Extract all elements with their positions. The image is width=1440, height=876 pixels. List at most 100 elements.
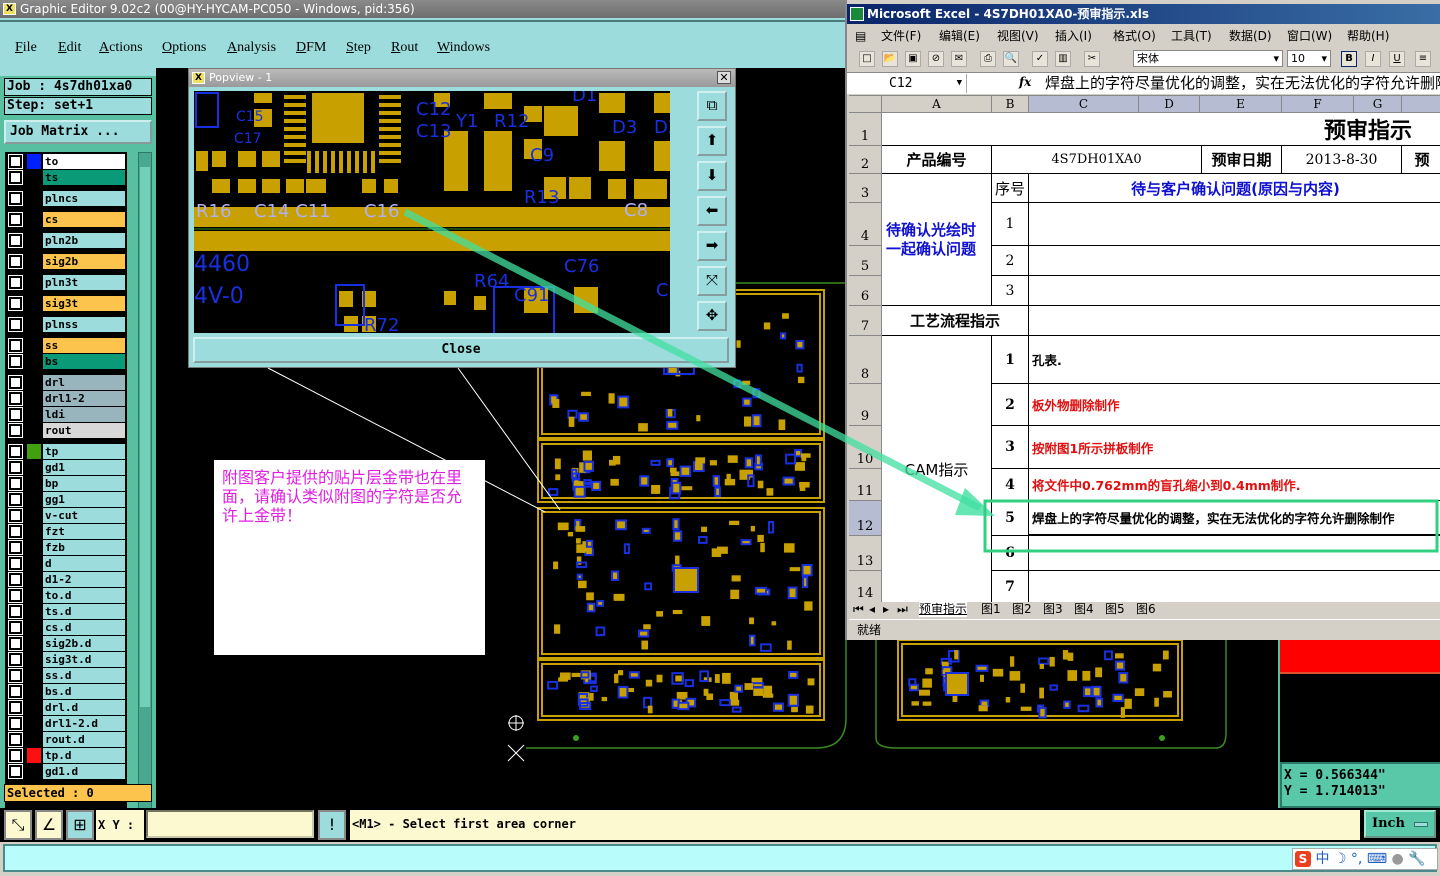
italic-button[interactable]: I bbox=[1365, 51, 1381, 67]
zoom-area-button[interactable]: ⤡ bbox=[4, 810, 32, 840]
cam-instruction-cell[interactable]: 按附图1所示拼板制作 bbox=[1029, 426, 1440, 469]
layer-name[interactable]: d1-2 bbox=[43, 572, 125, 587]
menu-options[interactable]: Options bbox=[162, 40, 207, 55]
layer-row[interactable]: ts bbox=[7, 170, 125, 185]
sheet-tab[interactable]: 图4 bbox=[1074, 602, 1094, 616]
layer-checkbox[interactable] bbox=[8, 191, 23, 206]
layer-row[interactable]: ss bbox=[7, 338, 125, 353]
blank-cell[interactable] bbox=[1029, 246, 1440, 276]
column-header[interactable]: B bbox=[992, 96, 1029, 113]
seq-label-cell[interactable]: 序号 bbox=[992, 174, 1029, 203]
layer-name[interactable]: drl.d bbox=[43, 700, 125, 715]
layer-checkbox[interactable] bbox=[8, 460, 23, 475]
popview-pan-left[interactable]: ⬅ bbox=[697, 196, 727, 226]
tab-nav-last-icon[interactable]: ⏭ bbox=[897, 602, 908, 616]
layer-name[interactable]: ts.d bbox=[43, 604, 125, 619]
row-header[interactable]: 14 bbox=[849, 571, 882, 602]
menu-windows[interactable]: Windows bbox=[437, 40, 491, 55]
layer-row[interactable]: drl.d bbox=[7, 700, 125, 715]
popview-tool-1[interactable]: ⧉ bbox=[697, 91, 727, 121]
layer-name[interactable]: sig2b.d bbox=[43, 636, 125, 651]
layer-row[interactable]: drl1-2 bbox=[7, 391, 125, 406]
layer-name[interactable]: d bbox=[43, 556, 125, 571]
seq-cell[interactable]: 1 bbox=[992, 203, 1029, 246]
layer-name[interactable]: to.d bbox=[43, 588, 125, 603]
layer-checkbox[interactable] bbox=[8, 275, 23, 290]
print-icon[interactable]: ⎙ bbox=[980, 51, 996, 67]
seq-cell[interactable]: 2 bbox=[992, 384, 1029, 426]
layer-checkbox[interactable] bbox=[8, 296, 23, 311]
excel-menu-edit[interactable]: 编辑(E) bbox=[939, 29, 980, 43]
ime-mode[interactable]: 中 bbox=[1315, 851, 1330, 867]
print-preview-icon[interactable]: 🔍 bbox=[1003, 51, 1019, 67]
layer-row[interactable]: plnss bbox=[7, 317, 125, 332]
layer-row[interactable]: gg1 bbox=[7, 492, 125, 507]
layer-checkbox[interactable] bbox=[8, 588, 23, 603]
layer-checkbox[interactable] bbox=[8, 716, 23, 731]
layer-row[interactable]: to bbox=[7, 154, 125, 169]
cam-instruction-cell[interactable]: 孔表. bbox=[1029, 336, 1440, 384]
layer-checkbox[interactable] bbox=[8, 492, 23, 507]
units-selector[interactable]: Inch bbox=[1364, 810, 1436, 838]
date-label-cell[interactable]: 预审日期 bbox=[1202, 146, 1282, 174]
confirm-label-cell[interactable]: 待确认光绘时一起确认问题 bbox=[882, 174, 992, 306]
layer-checkbox[interactable] bbox=[8, 636, 23, 651]
menu-dfm[interactable]: DFM bbox=[296, 40, 327, 55]
menu-edit[interactable]: Edit bbox=[58, 40, 82, 55]
layer-checkbox[interactable] bbox=[8, 391, 23, 406]
column-header[interactable]: F bbox=[1282, 96, 1354, 113]
layer-row[interactable]: pln3t bbox=[7, 275, 125, 290]
excel-menu-format[interactable]: 格式(O) bbox=[1113, 29, 1156, 43]
user-icon[interactable]: ● bbox=[1391, 851, 1404, 867]
layer-checkbox[interactable] bbox=[8, 407, 23, 422]
layer-name[interactable]: v-cut bbox=[43, 508, 125, 523]
layer-row[interactable]: gd1 bbox=[7, 460, 125, 475]
layer-checkbox[interactable] bbox=[8, 476, 23, 491]
sheet-tab[interactable]: 图2 bbox=[1012, 602, 1032, 616]
layer-name[interactable]: gg1 bbox=[43, 492, 125, 507]
layer-name[interactable]: drl bbox=[43, 375, 125, 390]
cam-instruction-cell[interactable]: 板外物删除制作 bbox=[1029, 384, 1440, 426]
layer-row[interactable]: tp.d bbox=[7, 748, 125, 763]
xy-input[interactable] bbox=[146, 810, 314, 838]
job-matrix-button[interactable]: Job Matrix ... bbox=[4, 120, 152, 144]
layer-row[interactable]: d bbox=[7, 556, 125, 571]
layer-checkbox[interactable] bbox=[8, 700, 23, 715]
layer-name[interactable]: sig2b bbox=[43, 254, 125, 269]
scrollbar-thumb[interactable] bbox=[140, 167, 150, 707]
layer-row[interactable]: sig2b.d bbox=[7, 636, 125, 651]
menu-analysis[interactable]: Analysis bbox=[227, 40, 277, 55]
layer-name[interactable]: drl1-2.d bbox=[43, 716, 125, 731]
layer-row[interactable]: pln2b bbox=[7, 233, 125, 248]
title-cell[interactable]: 预审指示 bbox=[882, 113, 1440, 146]
layer-checkbox[interactable] bbox=[8, 684, 23, 699]
excel-menu-file[interactable]: 文件(F) bbox=[881, 29, 922, 43]
layer-name[interactable]: drl1-2 bbox=[43, 391, 125, 406]
menu-actions[interactable]: Actions bbox=[99, 40, 143, 55]
moon-icon[interactable]: ☽ bbox=[1333, 851, 1347, 867]
layer-checkbox[interactable] bbox=[8, 668, 23, 683]
row-header[interactable]: 4 bbox=[849, 203, 882, 246]
layer-name[interactable]: rout bbox=[43, 423, 125, 438]
name-box[interactable]: C12▼ bbox=[849, 74, 967, 93]
layer-name[interactable]: sig3t bbox=[43, 296, 125, 311]
excel-menu-insert[interactable]: 插入(I) bbox=[1055, 29, 1092, 43]
popview-zoom-out[interactable]: ✥ bbox=[697, 301, 727, 331]
sheet-tab[interactable]: 图3 bbox=[1043, 602, 1063, 616]
layer-name[interactable]: rout.d bbox=[43, 732, 125, 747]
seq-cell[interactable]: 3 bbox=[992, 426, 1029, 469]
layer-name[interactable]: ts bbox=[43, 170, 125, 185]
seq-cell[interactable]: 6 bbox=[992, 536, 1029, 571]
layer-row[interactable]: d1-2 bbox=[7, 572, 125, 587]
column-header[interactable] bbox=[1402, 96, 1440, 113]
layer-checkbox[interactable] bbox=[8, 572, 23, 587]
save-icon[interactable]: ▣ bbox=[905, 51, 921, 67]
layer-checkbox[interactable] bbox=[8, 154, 23, 169]
column-header[interactable]: C bbox=[1029, 96, 1139, 113]
popview-zoom-in[interactable]: ⤧ bbox=[697, 266, 727, 296]
row-header[interactable]: 12 bbox=[849, 501, 882, 536]
truncated-cell[interactable]: 预 bbox=[1402, 146, 1440, 174]
layer-row[interactable]: cs bbox=[7, 212, 125, 227]
row-header[interactable]: 2 bbox=[849, 146, 882, 174]
